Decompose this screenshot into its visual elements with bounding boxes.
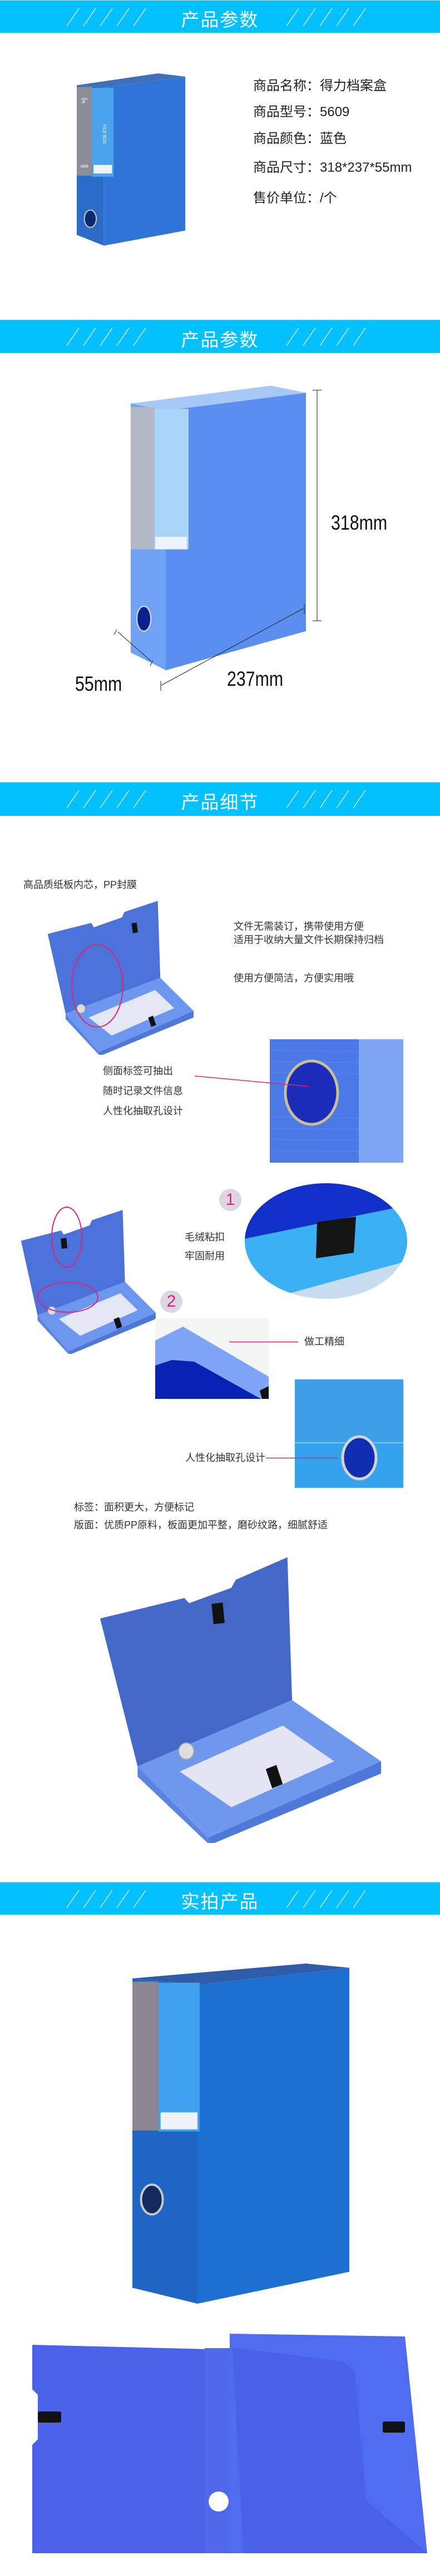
finger-hole-icon xyxy=(284,1059,339,1126)
product-image-file-box: 3" deli FILE BOX xyxy=(77,73,185,246)
banner-title: 产品参数 xyxy=(181,329,259,351)
section-banner-params: 产品参数 xyxy=(0,0,440,33)
spec-label: 商品名称 xyxy=(253,78,306,93)
dimension-height-label: 318mm xyxy=(331,511,388,534)
detail-easy-use-text: 使用方便简洁，方便实用哦 xyxy=(234,973,354,984)
spec-label: 商品型号 xyxy=(253,104,306,119)
dimension-depth-label: 55mm xyxy=(75,672,122,695)
spec-value: 得力档案盒 xyxy=(320,78,387,93)
spec-value: 318*237*55mm xyxy=(320,160,412,175)
slash-decoration-left xyxy=(67,1890,146,1908)
finger-hole-icon xyxy=(341,1435,378,1481)
open-box-image-2 xyxy=(21,1210,156,1354)
box-label-size: 3" xyxy=(81,97,88,104)
detail-no-binding-line-2: 适用于收纳大量文件长期保持归档 xyxy=(234,934,384,945)
slash-decoration-left xyxy=(67,790,146,808)
section-banner-photos: 实拍产品 xyxy=(0,1882,440,1915)
spec-separator: ： xyxy=(306,78,320,93)
detail-workmanship-text: 做工精细 xyxy=(304,1336,344,1347)
pointer-line xyxy=(266,1457,338,1459)
finger-hole-icon xyxy=(140,2183,164,2216)
finger-hole-icon xyxy=(83,210,97,228)
edge-closeup-image xyxy=(155,1318,269,1399)
spec-row-name: 商品名称：得力档案盒 xyxy=(253,78,387,94)
detail-label-note: 标签：面积更大，方便标记 xyxy=(74,1502,194,1513)
detail-side-label-line-1: 侧面标签可抽出 xyxy=(103,1065,173,1077)
product-dimension-image xyxy=(131,386,306,670)
slash-decoration-left xyxy=(67,328,146,346)
spec-row-size: 商品尺寸：318*237*55mm xyxy=(253,160,412,176)
finger-hole-icon xyxy=(136,605,152,632)
detail-material-text: 高品质纸板内芯，PP封膜 xyxy=(23,879,137,890)
highlight-ellipse xyxy=(37,1282,98,1313)
highlight-ellipse xyxy=(71,944,123,1028)
spec-value: /个 xyxy=(320,191,337,206)
velcro-closeup-image xyxy=(245,1183,407,1299)
spec-label: 售价单位 xyxy=(253,191,306,206)
detail-velcro-line-2: 牢固耐用 xyxy=(185,1250,225,1262)
spine-closeup-image xyxy=(270,1039,403,1163)
open-box-image xyxy=(47,901,194,1055)
banner-title: 产品参数 xyxy=(181,9,259,31)
highlight-ellipse xyxy=(51,1207,82,1268)
detail-surface-note: 版面：优质PP原料，板面更加平整，磨砂纹路，细腻舒适 xyxy=(74,1519,328,1531)
spec-separator: ： xyxy=(306,131,320,146)
velcro-patch xyxy=(316,1217,356,1258)
banner-title: 产品细节 xyxy=(181,791,259,813)
slash-decoration-right xyxy=(286,1890,366,1908)
detail-velcro-line-1: 毛绒粘扣 xyxy=(185,1232,225,1243)
marker-1-badge: 1 xyxy=(219,1189,241,1211)
section-banner-params-2: 产品参数 xyxy=(0,320,440,353)
spec-row-unit: 售价单位：/个 xyxy=(253,190,337,207)
marker-2-badge: 2 xyxy=(160,1291,182,1313)
section-banner-details: 产品细节 xyxy=(0,782,440,816)
spec-separator: ： xyxy=(306,160,320,175)
spec-row-model: 商品型号：5609 xyxy=(253,104,349,121)
spec-row-color: 商品颜色：蓝色 xyxy=(253,131,347,147)
real-photo-open-folder xyxy=(32,2334,427,2553)
slash-decoration-right xyxy=(286,790,366,808)
slash-decoration-right xyxy=(286,328,366,346)
box-label-brand: deli xyxy=(81,163,88,169)
detail-finger-hole-text: 人性化抽取孔设计 xyxy=(185,1452,265,1463)
spec-value: 蓝色 xyxy=(320,131,347,146)
box-label-name: FILE BOX xyxy=(102,124,107,145)
spec-label: 商品颜色 xyxy=(253,131,306,146)
detail-no-binding-line-1: 文件无需装订，携带使用方便 xyxy=(234,921,364,932)
banner-title: 实拍产品 xyxy=(181,1891,259,1912)
spec-value: 5609 xyxy=(320,104,350,119)
spec-label: 商品尺寸 xyxy=(253,160,306,175)
open-box-large-image xyxy=(100,1557,381,1843)
spec-separator: ： xyxy=(306,191,320,206)
dimension-width-label: 237mm xyxy=(227,667,284,690)
pointer-line xyxy=(229,1341,298,1343)
detail-side-label-line-3: 人性化抽取孔设计 xyxy=(103,1105,183,1117)
finger-hole-closeup-image xyxy=(295,1379,403,1488)
spec-separator: ： xyxy=(306,104,320,119)
pointer-line xyxy=(195,1075,309,1087)
slash-decoration-right xyxy=(286,8,366,26)
dimension-lines xyxy=(113,390,322,691)
detail-side-label-line-2: 随时记录文件信息 xyxy=(103,1085,183,1097)
slash-decoration-left xyxy=(67,8,146,26)
real-photo-file-box xyxy=(132,1964,349,2304)
